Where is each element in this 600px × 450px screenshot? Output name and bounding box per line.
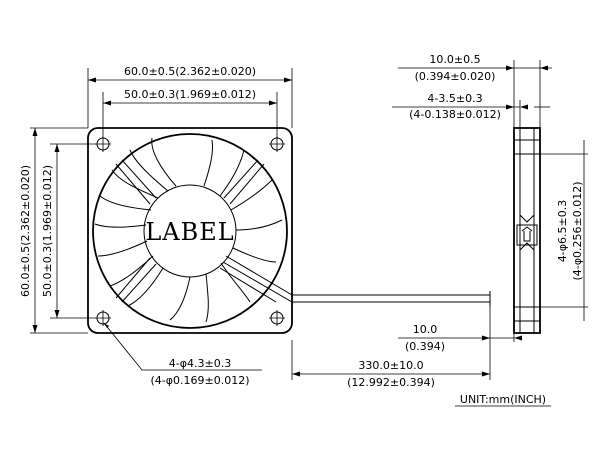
- fan-blades: [94, 137, 283, 323]
- overall-height-label: 60.0±0.5(2.362±0.020): [19, 165, 32, 297]
- airflow-arrow-box: [516, 224, 538, 246]
- mounting-holes: [95, 136, 285, 326]
- dim-strip-length: 10.0 (0.394): [398, 306, 522, 353]
- hole-spacing-height-label: 50.0±0.3(1.969±0.012): [41, 165, 54, 297]
- unit-note: UNIT:mm(INCH): [455, 393, 551, 407]
- support-spokes: [115, 159, 265, 303]
- fan-opening: [92, 133, 288, 329]
- fan-label: LABEL: [145, 218, 234, 246]
- flange-mm: 4-3.5±0.3: [427, 92, 482, 105]
- hole-diameter-mm: 4-φ4.3±0.3: [169, 357, 231, 370]
- thickness-mm: 10.0±0.5: [429, 53, 480, 66]
- wire-channel: [219, 255, 293, 303]
- dim-overall-width: 60.0±0.5(2.362±0.020): [87, 65, 293, 128]
- flange-inch: (4-0.138±0.012): [409, 108, 501, 121]
- lead-length-inch: (12.992±0.394): [347, 376, 435, 389]
- dim-hole-spacing-height: 50.0±0.3(1.969±0.012): [41, 143, 96, 319]
- hole-diameter-inch: (4-φ0.169±0.012): [150, 374, 249, 387]
- fan-frame: [87, 127, 293, 334]
- thickness-inch: (0.394±0.020): [415, 70, 496, 83]
- dim-hole-spacing-width: 50.0±0.3(1.969±0.012): [102, 88, 278, 138]
- strip-length-inch: (0.394): [405, 340, 445, 353]
- dim-lead-length: 330.0±10.0 (12.992±0.394): [291, 340, 491, 389]
- unit-note-text: UNIT:mm(INCH): [460, 393, 546, 406]
- lead-wires: [292, 291, 491, 306]
- side-hole-inch: (4-φ0.256±0.012): [571, 181, 584, 280]
- dim-hole-diameter: 4-φ4.3±0.3 (4-φ0.169±0.012): [103, 322, 262, 387]
- overall-width-label: 60.0±0.5(2.362±0.020): [124, 65, 256, 78]
- dim-flange: 4-3.5±0.3 (4-0.138±0.012): [392, 92, 550, 128]
- side-hole-mm: 4-φ6.5±0.3: [556, 200, 569, 262]
- fan-front-view: LABEL: [87, 127, 293, 334]
- side-frame: [513, 127, 541, 334]
- airflow-arrow-icon: [521, 226, 533, 242]
- lead-length-mm: 330.0±10.0: [358, 359, 423, 372]
- strip-length-mm: 10.0: [413, 323, 438, 336]
- dim-thickness: 10.0±0.5 (0.394±0.020): [398, 53, 552, 128]
- hole-spacing-width-label: 50.0±0.3(1.969±0.012): [124, 88, 256, 101]
- dim-overall-height: 60.0±0.5(2.362±0.020): [19, 127, 88, 334]
- fan-side-view: [513, 127, 541, 334]
- dim-side-hole: 4-φ6.5±0.3 (4-φ0.256±0.012): [540, 140, 588, 321]
